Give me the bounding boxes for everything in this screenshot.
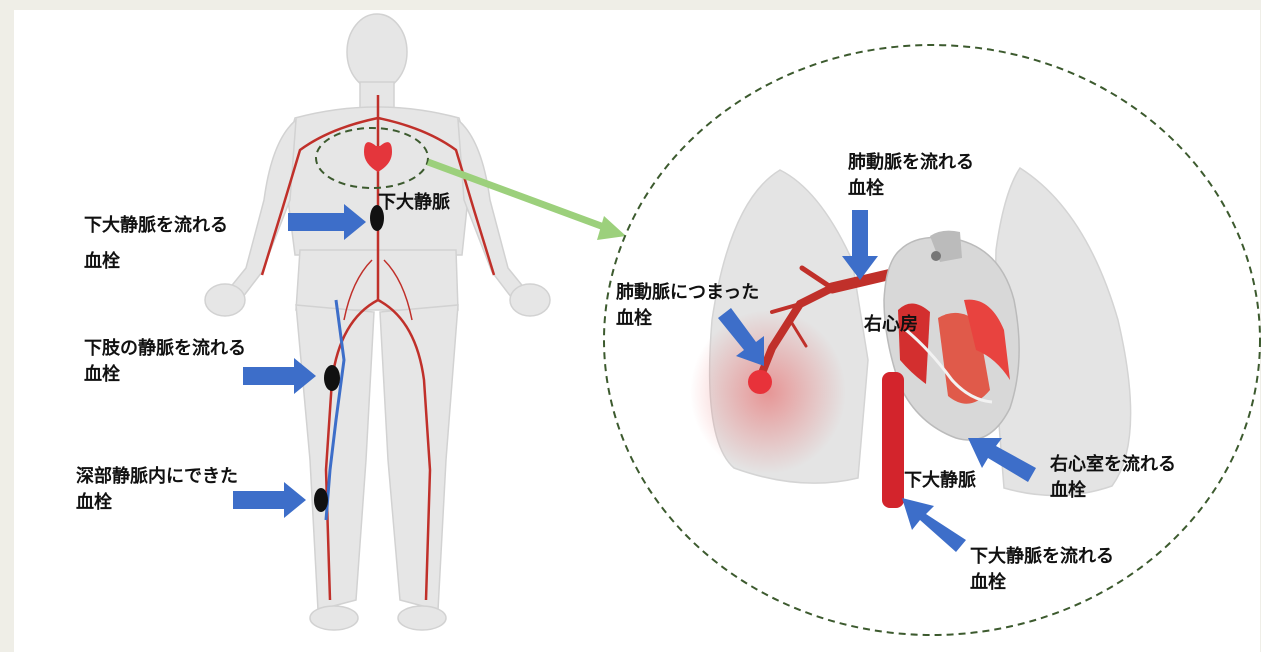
label-ivc-zoom: 下大静脈 [904,468,976,494]
callout-line: 下大静脈を流れる [84,208,228,244]
lodged-clot [748,370,772,394]
label-line: 血栓 [1050,478,1176,504]
label-right-ventricle-flow: 右心室を流れる 血栓 [1050,452,1176,504]
label-line: 右心室を流れる [1050,452,1176,478]
callout-line: 血栓 [76,490,238,516]
ivc-vessel [882,372,904,508]
label-right-atrium: 右心房 [864,312,918,338]
callout-dvt-thrombus: 深部静脈内にできた 血栓 [76,464,238,516]
callout-ivc-thrombus: 下大静脈を流れる 血栓 [84,208,228,280]
callout-leg-vein-thrombus: 下肢の静脈を流れる 血栓 [84,336,246,388]
callout-line: 血栓 [84,244,228,280]
label-ivc-flow-zoom: 下大静脈を流れる 血栓 [970,544,1114,596]
label-pulmonary-flow: 肺動脈を流れる 血栓 [848,150,974,202]
callout-line: 下肢の静脈を流れる [84,336,246,362]
infarct-area [690,310,846,474]
callout-line: 血栓 [84,362,246,388]
label-ivc-body: 下大静脈 [378,190,450,216]
label-line: 血栓 [616,306,759,332]
label-line: 下大静脈を流れる [970,544,1114,570]
callout-line: 深部静脈内にできた [76,464,238,490]
heart-node [931,251,941,261]
label-line: 血栓 [970,570,1114,596]
label-line: 肺動脈を流れる [848,150,974,176]
label-line: 肺動脈につまった [616,280,759,306]
label-pulmonary-stuck: 肺動脈につまった 血栓 [616,280,759,332]
label-line: 血栓 [848,176,974,202]
